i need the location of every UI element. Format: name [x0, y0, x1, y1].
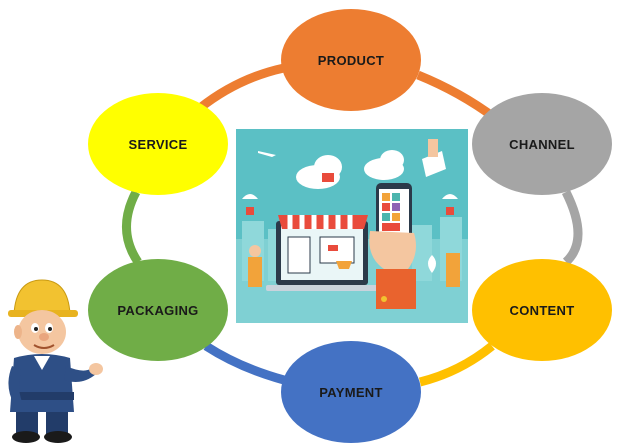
node-content-label: CONTENT [509, 302, 575, 318]
node-channel: CHANNEL [472, 93, 612, 195]
credit-card-hand-icon [422, 151, 446, 177]
construction-worker-mascot [8, 279, 103, 443]
ring-arc-packaging-service [122, 189, 142, 265]
sleeve [376, 269, 416, 309]
ring-arc-service-product [197, 63, 285, 112]
parachute-gift-icon [242, 194, 258, 199]
node-packaging-label: PACKAGING [117, 302, 199, 318]
hand-icon [369, 231, 416, 269]
node-packaging: PACKAGING [88, 259, 228, 361]
node-product: PRODUCT [281, 9, 421, 111]
ring-arc-payment-packaging [203, 342, 286, 385]
parachute-gift-icon [442, 194, 458, 199]
node-payment-label: PAYMENT [319, 384, 383, 400]
node-channel-label: CHANNEL [509, 136, 575, 152]
hard-hat-icon [13, 279, 71, 315]
airplane-icon [258, 151, 276, 157]
ring-arc-channel-content [561, 189, 583, 266]
shopping-basket-icon [336, 261, 352, 269]
ring-arc-content-payment [418, 342, 495, 387]
node-content: CONTENT [472, 259, 612, 361]
node-service-label: SERVICE [128, 136, 188, 152]
node-service: SERVICE [88, 93, 228, 195]
online-shop-illustration [236, 129, 468, 323]
node-product-label: PRODUCT [317, 52, 385, 68]
node-payment: PAYMENT [281, 341, 421, 443]
location-pin-icon [428, 255, 436, 273]
ring-arc-product-channel [416, 70, 498, 122]
